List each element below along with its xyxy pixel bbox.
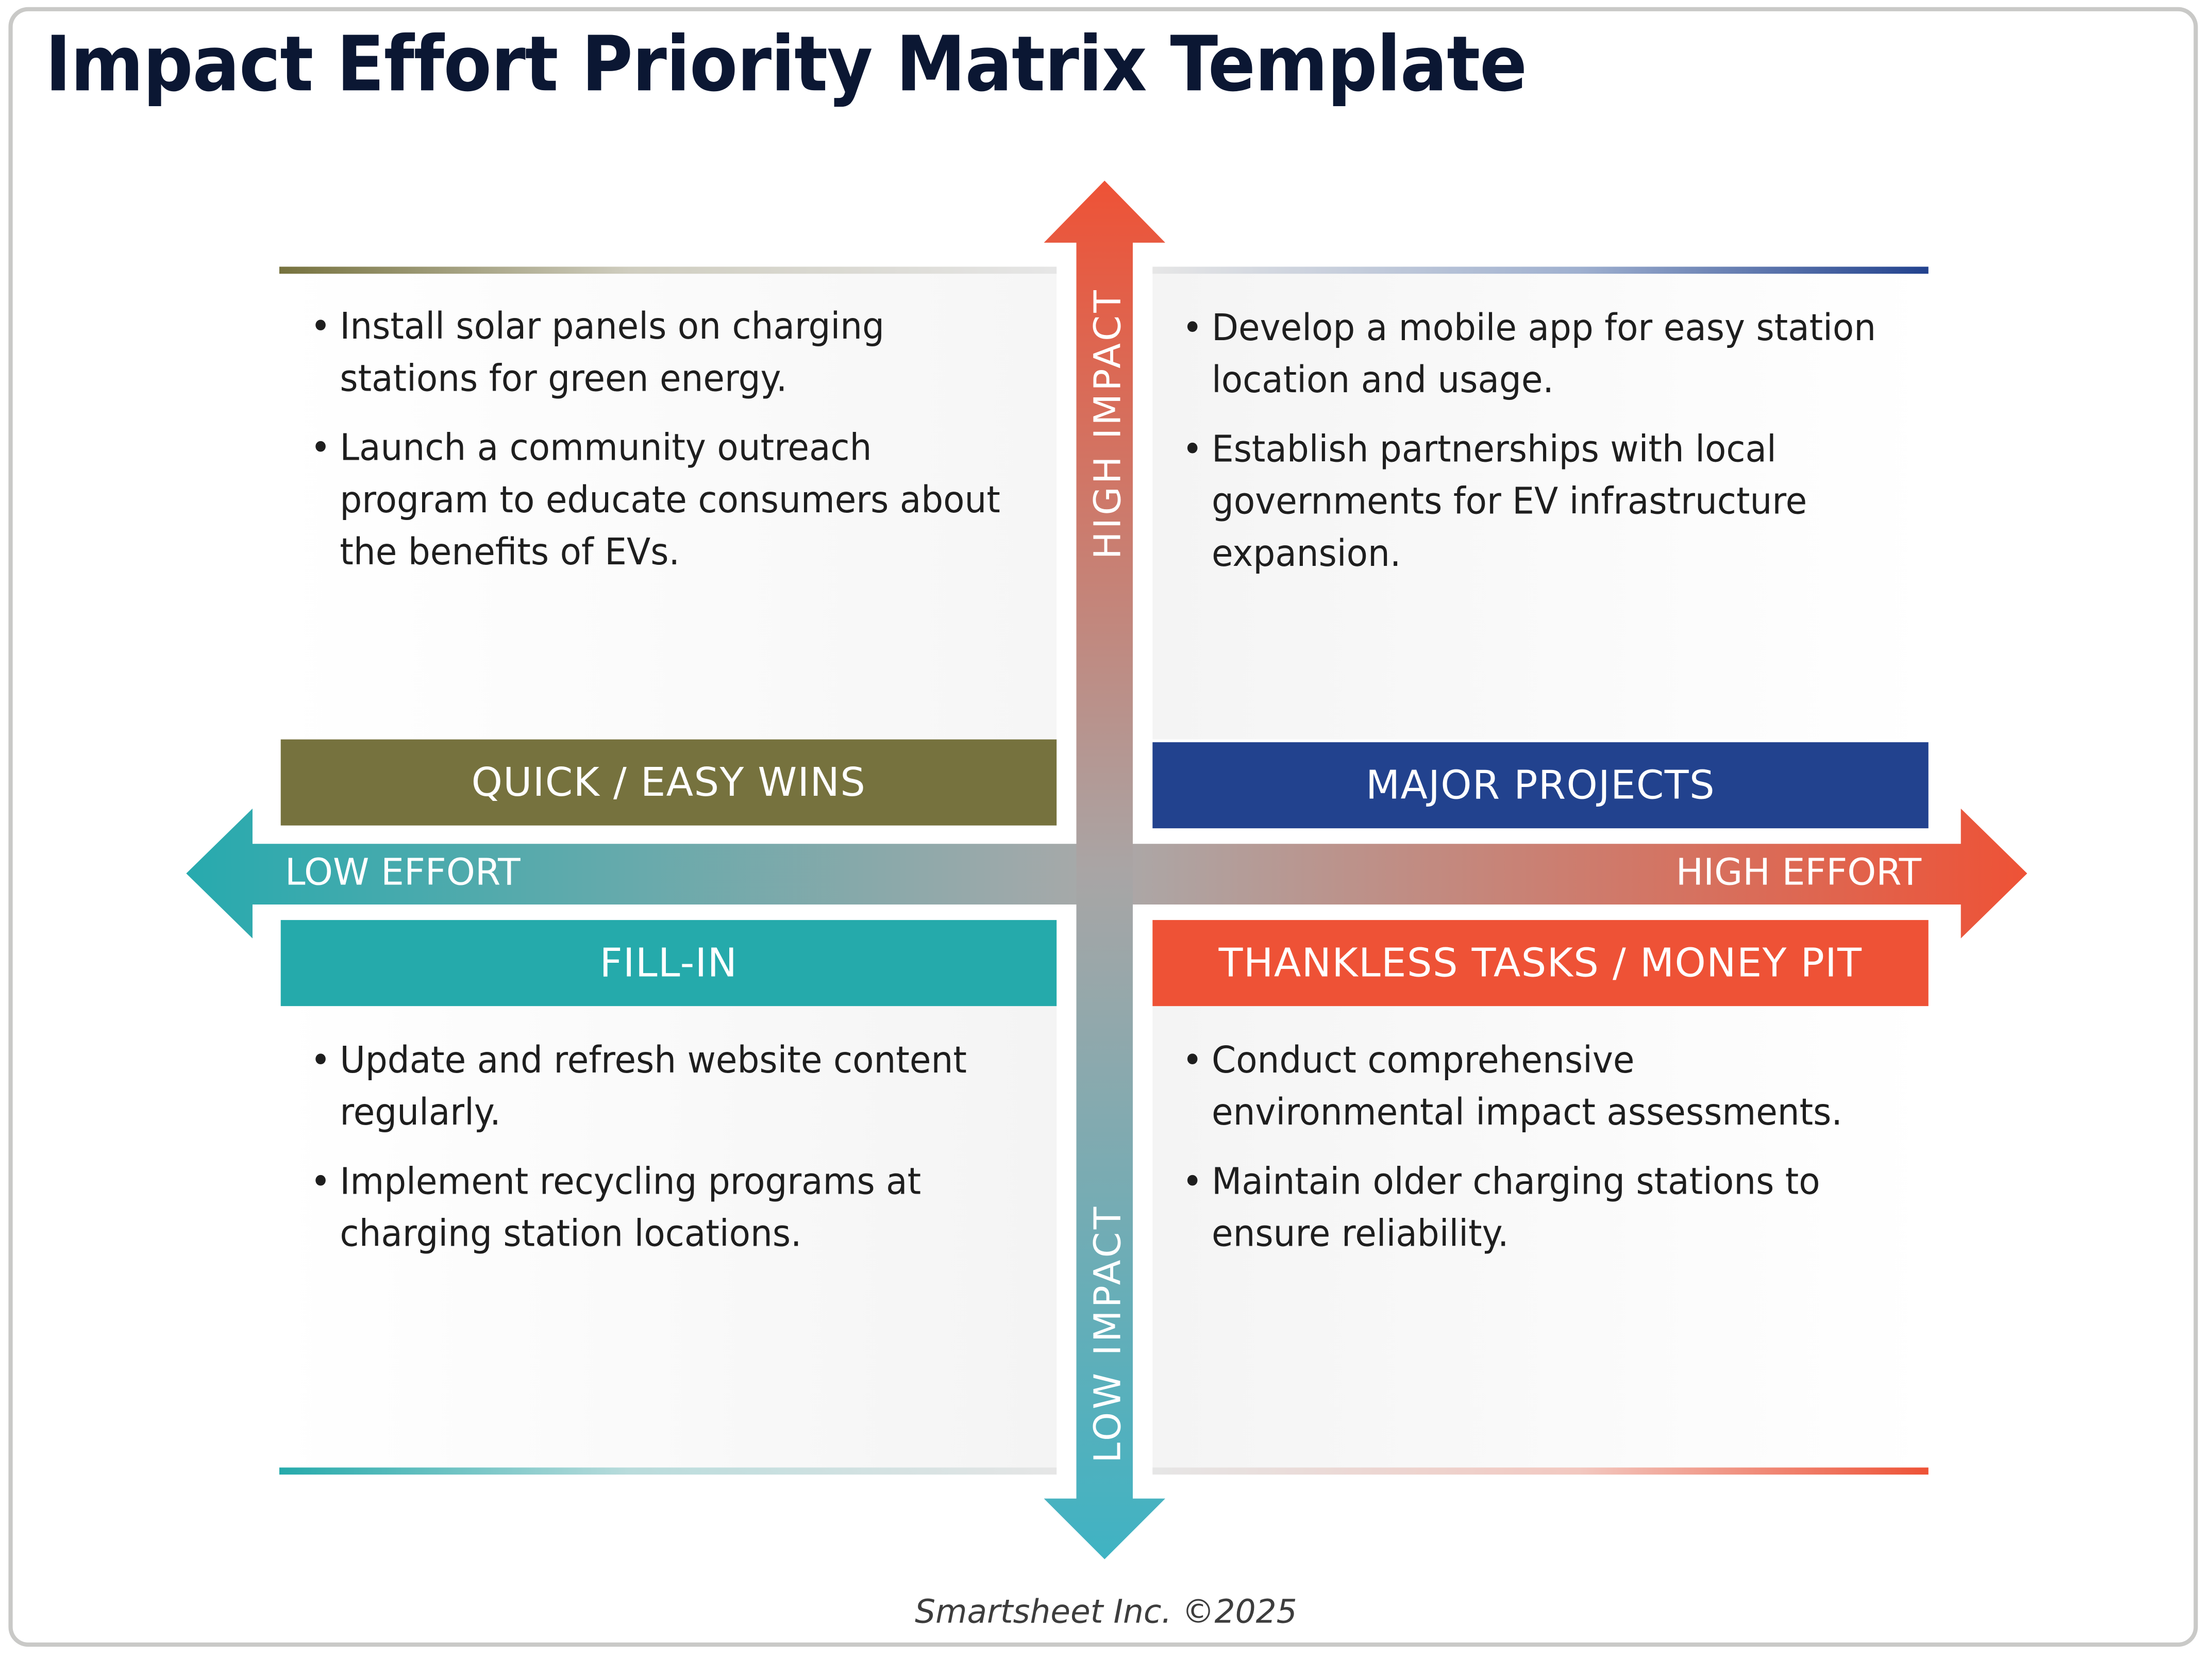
quick-wins-accent-bar	[279, 266, 1057, 274]
high-effort-label: HIGH EFFORT	[1675, 852, 1922, 895]
list-item: Conduct comprehensive environmental impa…	[1182, 1036, 1879, 1141]
fill-in-accent-bar	[279, 1467, 1057, 1475]
list-item: Implement recycling programs at charging…	[310, 1157, 1007, 1262]
thankless-tasks-label: THANKLESS TASKS / MONEY PIT	[1152, 920, 1929, 1007]
page-title: Impact Effort Priority Matrix Template	[45, 20, 1528, 109]
list-item: Update and refresh website content regul…	[310, 1036, 1007, 1141]
list-item: Develop a mobile app for easy station lo…	[1182, 304, 1906, 408]
list-item: Install solar panels on charging station…	[310, 302, 1007, 407]
fill-in-label: FILL-IN	[280, 920, 1057, 1007]
major-projects-accent-bar	[1152, 266, 1929, 274]
list-item: Establish partnerships with local govern…	[1182, 425, 1906, 581]
quick-wins-label: QUICK / EASY WINS	[280, 739, 1057, 826]
thankless-list: Conduct comprehensive environmental impa…	[1182, 1036, 1916, 1279]
list-item: Maintain older charging stations to ensu…	[1182, 1157, 1879, 1262]
list-item: Launch a community outreach program to e…	[310, 423, 1007, 580]
thankless-accent-bar	[1152, 1467, 1929, 1475]
copyright-footer: Smartsheet Inc. ©2025	[915, 1594, 1297, 1632]
low-impact-label: LOW IMPACT	[1087, 1204, 1130, 1463]
quick-wins-list: Install solar panels on charging station…	[310, 302, 1044, 597]
major-projects-list: Develop a mobile app for easy station lo…	[1182, 304, 1944, 598]
fill-in-list: Update and refresh website content regul…	[310, 1036, 1044, 1279]
major-projects-label: MAJOR PROJECTS	[1152, 742, 1929, 829]
low-effort-label: LOW EFFORT	[284, 852, 521, 895]
high-impact-label: HIGH IMPACT	[1087, 287, 1130, 560]
